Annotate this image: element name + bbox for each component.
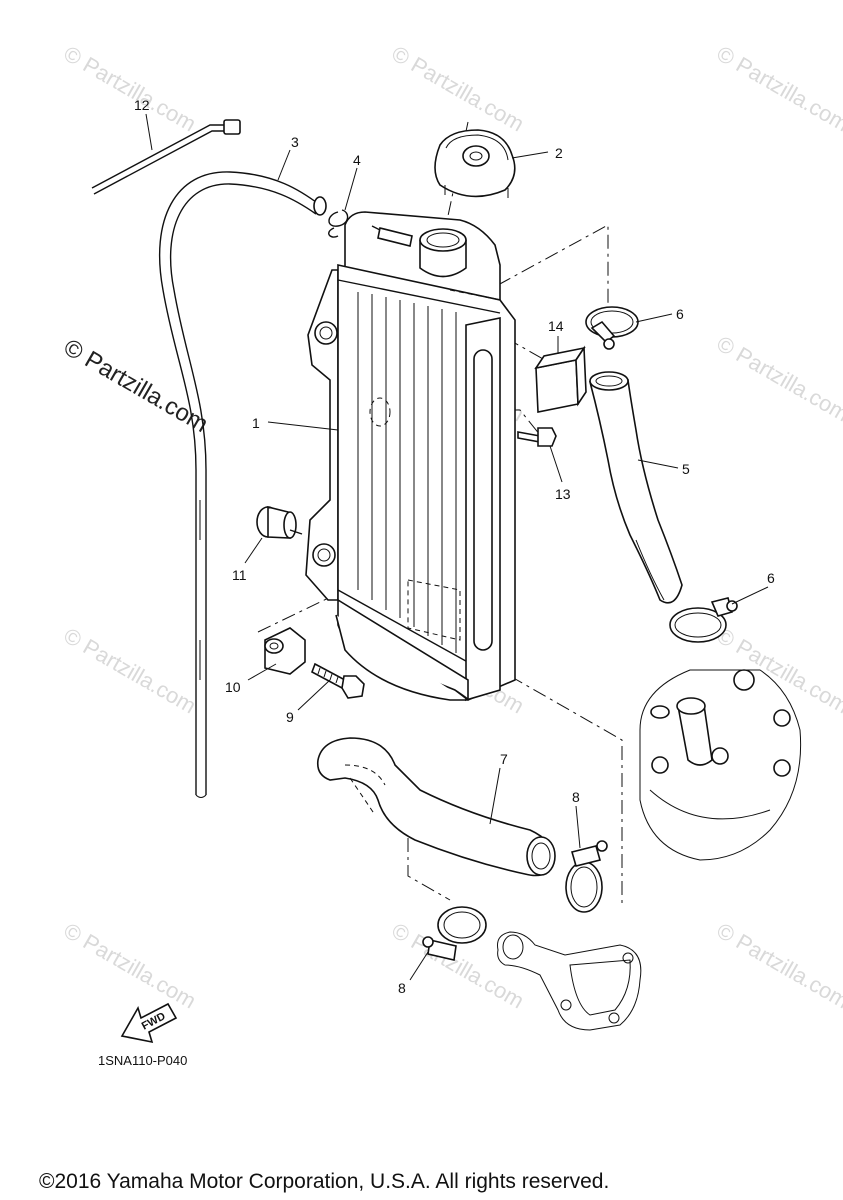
callout-1[interactable]: 1 — [252, 415, 260, 431]
watermark: © Partzilla.com — [60, 918, 201, 1014]
watermark-prominent: © Partzilla.com — [59, 334, 213, 438]
callout-9[interactable]: 9 — [286, 709, 294, 725]
diagram-code: 1SNA110-P040 — [98, 1053, 187, 1068]
grommet-part-11 — [256, 505, 303, 539]
callout-6-lower[interactable]: 6 — [767, 570, 775, 586]
callout-8-upper[interactable]: 8 — [572, 789, 580, 805]
callout-13[interactable]: 13 — [555, 486, 571, 502]
hose-clamp-part-6-upper — [585, 306, 639, 350]
damper-pad-part-14 — [534, 345, 587, 413]
radiator-cap-part-2[interactable] — [434, 129, 516, 198]
bolt-part-13 — [517, 427, 557, 447]
fwd-arrow-icon: FWD — [120, 1002, 178, 1044]
wire-band-part-12 — [91, 119, 241, 195]
callout-14[interactable]: 14 — [548, 318, 564, 334]
callout-5[interactable]: 5 — [682, 461, 690, 477]
radiator-part-1[interactable] — [305, 211, 516, 702]
breather-hose-part-3 — [159, 171, 327, 798]
callout-11[interactable]: 11 — [232, 567, 247, 583]
callout-3[interactable]: 3 — [291, 134, 299, 150]
leader-lines — [145, 113, 769, 981]
damper-part-10 — [264, 627, 306, 675]
callout-8-lower[interactable]: 8 — [398, 980, 406, 996]
watermark: © Partzilla.com — [388, 41, 529, 137]
clip-part-4 — [328, 209, 349, 238]
hose-clamp-part-8-lower — [422, 906, 487, 961]
callout-7[interactable]: 7 — [500, 751, 508, 767]
watermark: © Partzilla.com — [713, 918, 843, 1014]
callout-12[interactable]: 12 — [134, 97, 150, 113]
callout-labels: 1 2 3 4 5 6 6 7 8 8 9 10 11 12 13 14 — [134, 97, 775, 996]
callout-6-upper[interactable]: 6 — [676, 306, 684, 322]
callout-4[interactable]: 4 — [353, 152, 361, 168]
watermark: © Partzilla.com — [60, 41, 201, 137]
radiator-hose-part-7 — [316, 737, 556, 877]
radiator-hose-part-5 — [588, 371, 683, 604]
watermark: © Partzilla.com — [713, 331, 843, 427]
cylinder-head-ref — [639, 669, 802, 861]
bolt-part-9 — [311, 662, 365, 699]
watermark: © Partzilla.com — [713, 623, 843, 719]
water-pump-cover-ref — [497, 931, 642, 1031]
callout-2[interactable]: 2 — [555, 145, 563, 161]
callout-10[interactable]: 10 — [225, 679, 241, 695]
hose-clamp-part-8-upper — [565, 840, 608, 913]
watermark: © Partzilla.com — [60, 623, 201, 719]
copyright-notice: ©2016 Yamaha Motor Corporation, U.S.A. A… — [39, 1170, 609, 1193]
hose-clamp-part-6-lower — [669, 597, 738, 643]
watermark: © Partzilla.com — [713, 41, 843, 137]
